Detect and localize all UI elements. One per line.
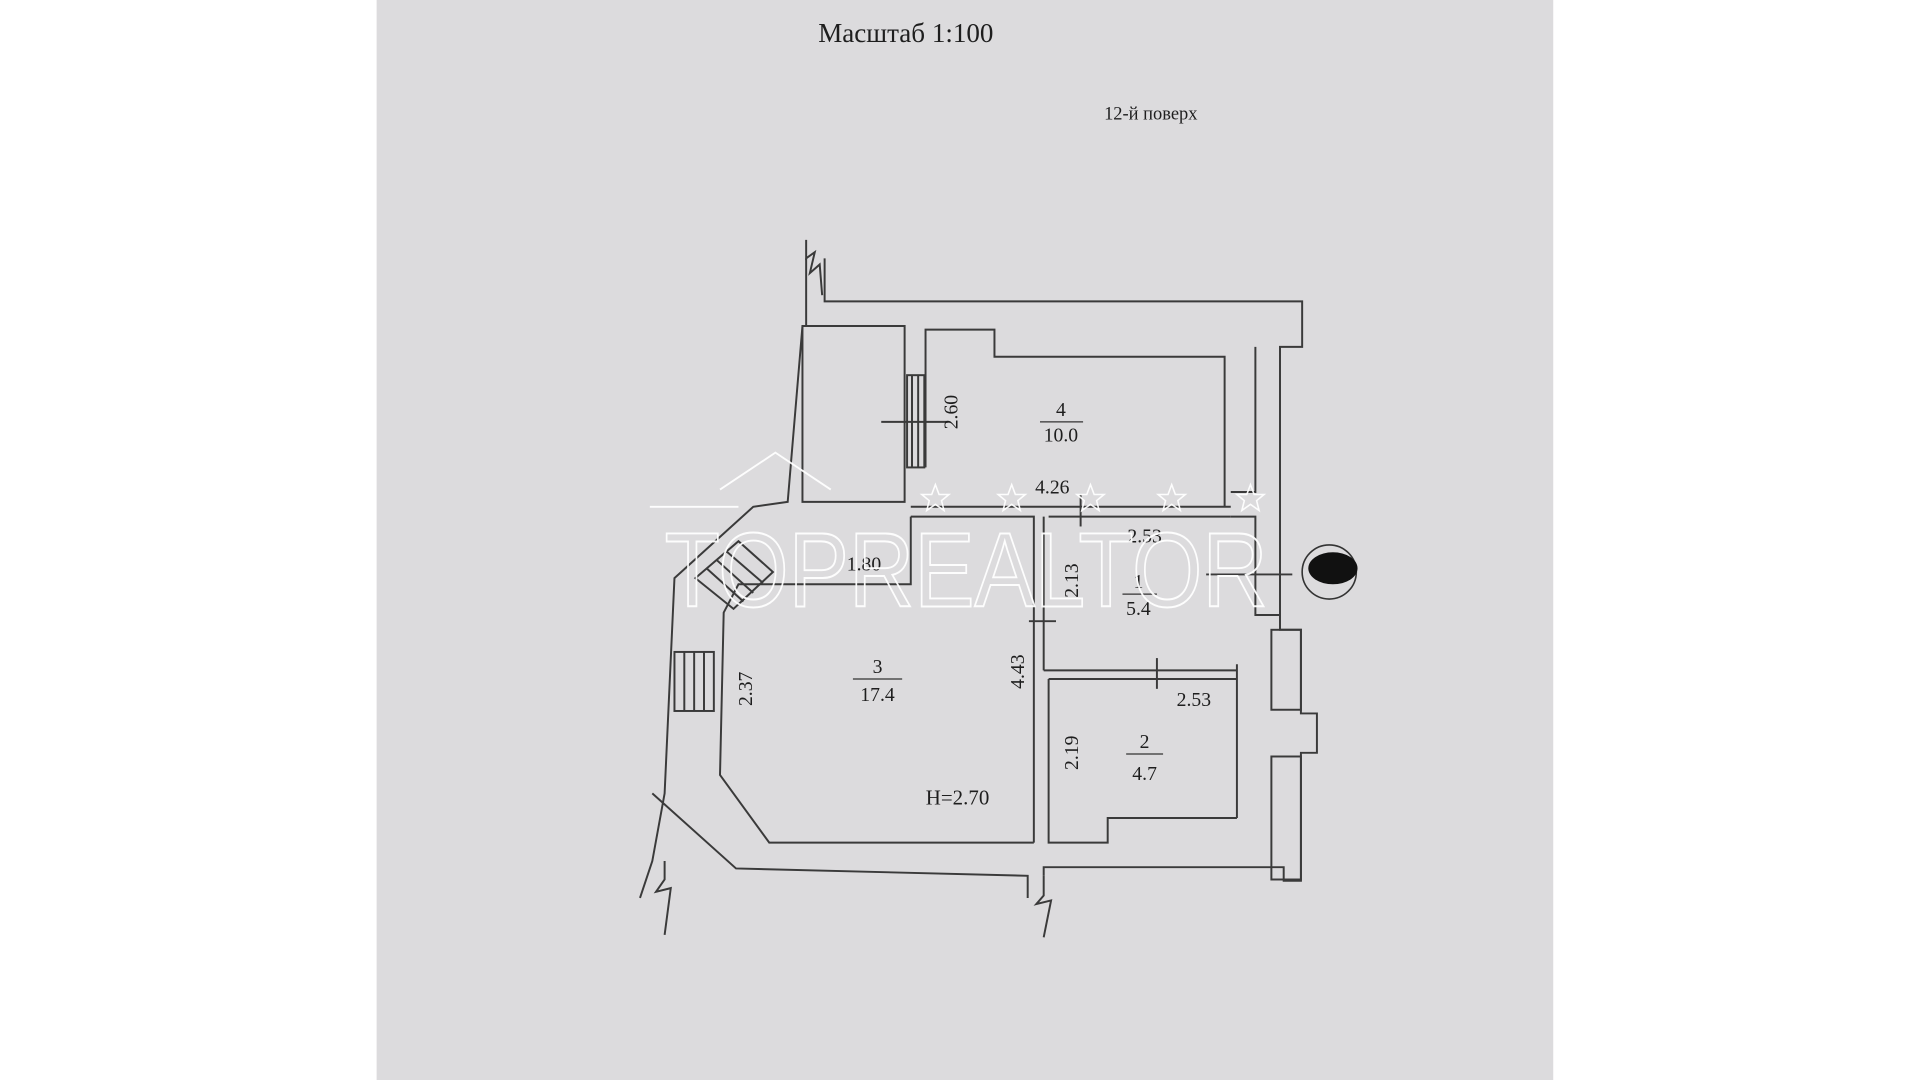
dim-2-13: 2.13	[1061, 563, 1083, 598]
walls	[639, 239, 1318, 938]
floor-label: 12-й поверх	[1104, 103, 1197, 123]
paper-sheet	[376, 0, 1554, 1085]
watermark-text: TOPREALTOR	[665, 511, 1268, 629]
dim-2-19: 2.19	[1061, 735, 1083, 770]
room-3-number: 3	[873, 656, 883, 678]
room-1-number: 1	[1134, 571, 1144, 593]
dim-1-80: 1.80	[847, 554, 882, 576]
dim-2-37: 2.37	[735, 671, 757, 706]
room-1-area: 5.4	[1126, 598, 1151, 620]
ceiling-height: H=2.70	[926, 785, 990, 809]
dim-4-26: 4.26	[1035, 476, 1070, 498]
dim-4-43: 4.43	[1007, 654, 1029, 689]
room-2-number: 2	[1140, 731, 1150, 753]
room-3-area: 17.4	[860, 684, 895, 706]
room-4-area: 10.0	[1044, 425, 1079, 447]
scale-label: Масштаб 1:100	[818, 18, 993, 48]
dim-2-60: 2.60	[941, 395, 963, 430]
dimension-labels: 2.60 4.26 2.53 1.80 2.13 4.43 2.53 2.37 …	[735, 395, 1211, 770]
room-4-number: 4	[1056, 399, 1066, 421]
watermark-logo: TOPREALTOR	[649, 451, 1269, 630]
room-labels: 4 10.0 1 5.4 3 17.4 2 4.7 H=2.70	[852, 399, 1164, 809]
dim-2-53-top: 2.53	[1127, 525, 1162, 547]
room-2-area: 4.7	[1132, 763, 1157, 785]
compass-icon	[1301, 544, 1358, 600]
dim-2-53-mid: 2.53	[1177, 689, 1212, 711]
